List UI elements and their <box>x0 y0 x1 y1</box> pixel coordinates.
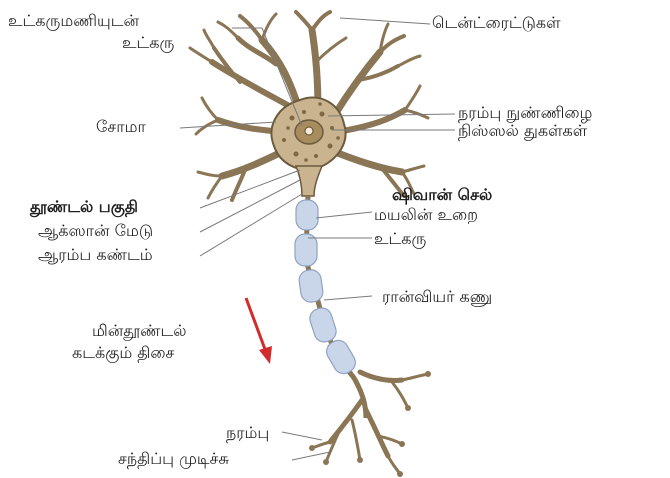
label-schwann-cell: ஷிவான் செல் <box>392 186 492 204</box>
synaptic-knobs <box>309 371 431 477</box>
axon <box>306 196 366 418</box>
label-nucleus-with-nucleolus: உட்கருமணியுடன் <box>8 12 139 30</box>
label-nucleus: உட்கரு <box>122 34 174 52</box>
label-impulse-line1: மின்தூண்டல் <box>92 322 187 340</box>
label-terminal-line1: நரம்பு <box>226 424 269 442</box>
label-node-of-ranvier: ரான்வியர் கணு <box>382 288 492 306</box>
label-neurofibrils: நரம்பு நுண்ணிழை <box>458 104 592 122</box>
label-trigger-zone: தூண்டல் பகுதி <box>30 198 138 216</box>
label-soma: சோமா <box>96 118 146 136</box>
label-axon-hillock: ஆக்ஸான் மேடு <box>38 222 153 240</box>
label-schwann-nucleus: உட்கரு <box>374 230 426 248</box>
label-impulse-line2: கடக்கும் திசை <box>72 344 174 362</box>
nucleolus <box>305 127 313 135</box>
label-initial-segment: ஆரம்ப கண்டம் <box>38 246 153 264</box>
label-terminal-line2: சந்திப்பு முடிச்சு <box>118 450 229 468</box>
label-dendrites: டென்ட்ரைட்டுகள் <box>432 14 561 32</box>
myelin-sheath <box>295 200 359 377</box>
label-myelin-sheath: மயலின் உறை <box>374 206 478 224</box>
impulse-direction-arrow <box>246 298 272 364</box>
axon-terminals <box>312 372 428 474</box>
label-nissl-granules: நிஸ்ஸல் துகள்கள் <box>458 122 587 140</box>
